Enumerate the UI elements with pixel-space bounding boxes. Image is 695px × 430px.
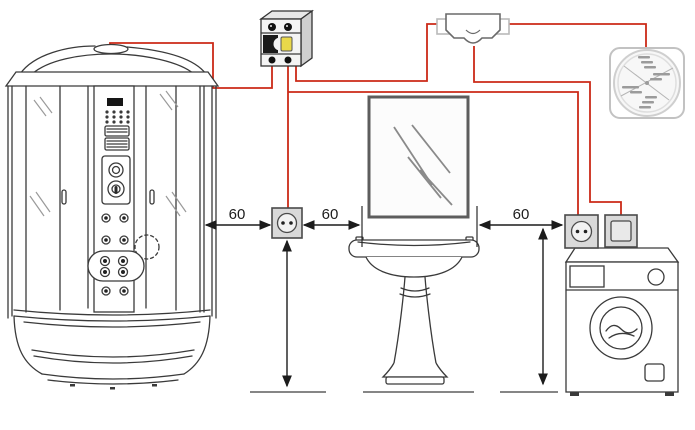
shower-door-handle-left	[61, 189, 67, 205]
dimension-label-right: 60	[513, 206, 530, 223]
wire-breaker-to-right-socket	[288, 91, 579, 215]
breaker-test-button	[280, 36, 293, 52]
mirror	[367, 95, 470, 219]
dimensions	[204, 206, 564, 388]
wire-junction-to-switch	[473, 46, 622, 215]
washer-knob	[647, 268, 665, 286]
pedestal-sink	[348, 236, 480, 385]
wall-socket-center	[271, 207, 303, 239]
mirror-reflection-lines	[393, 124, 453, 206]
fan-blades	[622, 56, 670, 109]
shower-glass-streaks	[29, 90, 187, 217]
breaker-terminal-screw	[268, 56, 276, 64]
shower-knob-top	[108, 162, 124, 178]
dimension-label-middle: 60	[322, 206, 339, 223]
shower-display	[107, 98, 123, 106]
light-switch	[604, 214, 638, 248]
wire-breaker-to-junction-box	[295, 23, 443, 82]
shower-cabin	[4, 43, 220, 390]
rcd-breaker	[259, 9, 314, 68]
shower-buttons	[105, 110, 130, 124]
breaker-lever	[263, 35, 278, 53]
wire-shower-to-breaker	[109, 42, 273, 89]
wall-socket-right	[564, 214, 599, 249]
wiring	[109, 23, 647, 215]
breaker-terminal-screw	[284, 56, 292, 64]
detergent-drawer	[569, 265, 605, 288]
dimension-labels: 60 60 60	[229, 206, 530, 223]
shower-door-handle-right	[149, 189, 155, 205]
wire-junction-to-fan	[503, 23, 647, 50]
washing-machine	[564, 247, 680, 396]
exhaust-fan	[609, 47, 685, 119]
dimension-label-left: 60	[229, 206, 246, 223]
shower-roof	[4, 43, 220, 87]
shower-tray	[13, 309, 211, 390]
junction-box	[436, 13, 510, 44]
washer-filter-door	[644, 363, 665, 382]
breaker-terminal-screw	[268, 23, 276, 31]
breaker-terminal-screw	[284, 23, 292, 31]
washer-door	[589, 296, 653, 360]
shower-hydromassage-jets	[87, 213, 160, 296]
